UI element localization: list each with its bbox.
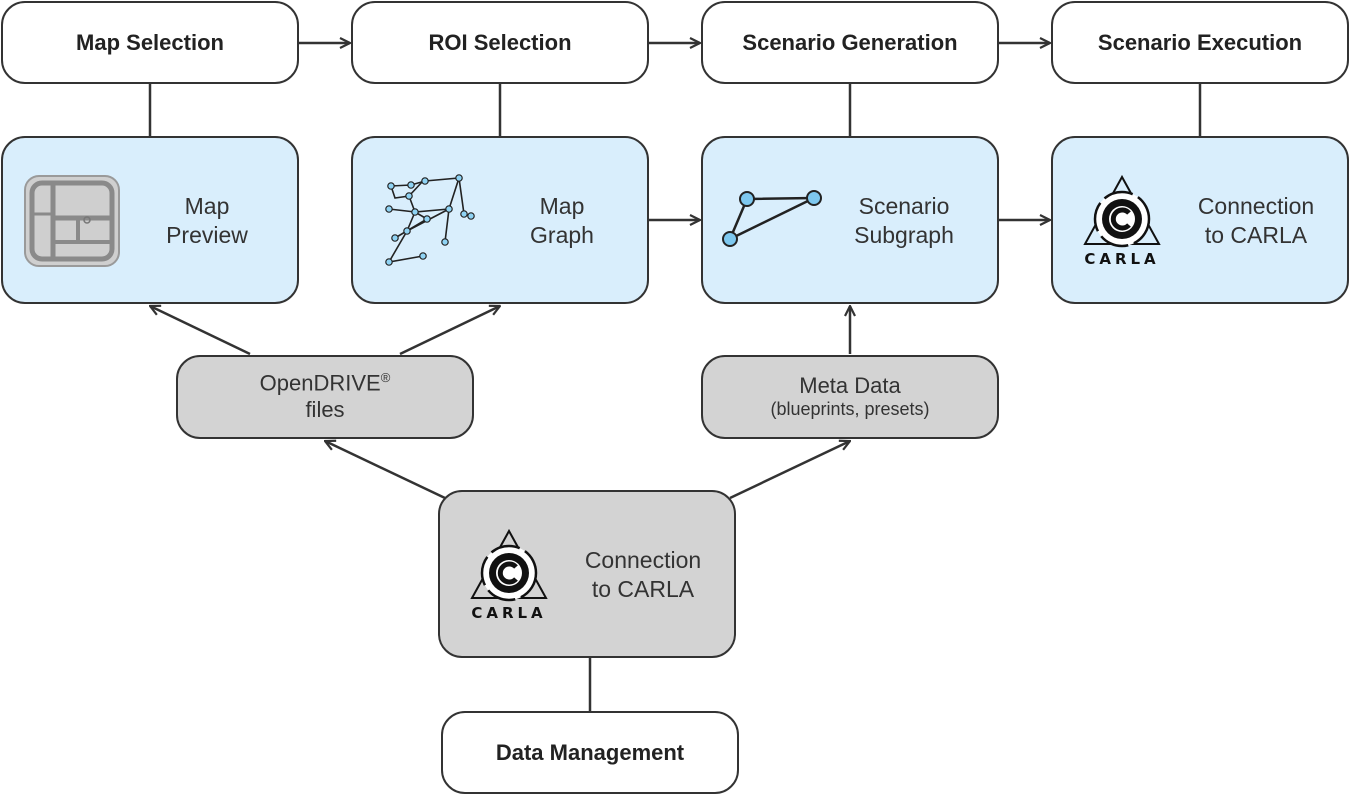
stage-label: ROI Selection [428, 29, 572, 55]
stage-label: Scenario Execution [1097, 29, 1303, 55]
stage-map-selection: Map Selection [1, 1, 299, 84]
stage-label: Map Selection [76, 29, 224, 55]
stage-label: Scenario Generation [742, 29, 958, 55]
module-label: Scenario Subgraph [854, 193, 954, 248]
subgraph-icon [722, 190, 822, 247]
arrow-opendrive-to-preview [150, 306, 251, 356]
source-opendrive-files: OpenDRIVE® files [176, 355, 474, 439]
stage-scenario-execution: Scenario Execution [1051, 1, 1349, 84]
module-map-preview: Map Preview [1, 136, 299, 304]
opendrive-title: OpenDRIVE® [259, 370, 391, 396]
opendrive-subtitle: files [305, 397, 345, 423]
arrow-connection-to-meta [729, 441, 850, 500]
carla-logo-text: CARLA [471, 604, 546, 622]
carla-logo-icon: CARLA [1083, 174, 1161, 268]
registered-mark: ® [380, 370, 391, 386]
module-scenario-subgraph: Scenario Subgraph [701, 136, 999, 304]
module-data-connection: CARLA Connection to CARLA [438, 490, 736, 658]
module-label: Connection to CARLA [1197, 193, 1315, 248]
stage-label: Data Management [495, 739, 685, 765]
stage-data-management: Data Management [441, 711, 739, 794]
meta-data-title: Meta Data [799, 373, 901, 398]
map-preview-icon [24, 175, 120, 267]
stage-scenario-generation: Scenario Generation [701, 1, 999, 84]
meta-data-subtitle: (blueprints, presets) [770, 399, 930, 420]
module-execution-connection: CARLA Connection to CARLA [1051, 136, 1349, 304]
module-map-graph: Map Graph [351, 136, 649, 304]
module-label: Connection to CARLA [584, 547, 702, 602]
source-meta-data: Meta Data (blueprints, presets) [701, 355, 999, 439]
arrow-opendrive-to-graph [399, 306, 500, 356]
carla-logo-icon: CARLA [470, 528, 548, 622]
graph-icon [385, 174, 475, 266]
stage-roi-selection: ROI Selection [351, 1, 649, 84]
arrow-connection-to-opendrive [325, 441, 446, 500]
module-label: Map Preview [166, 193, 248, 248]
carla-logo-text: CARLA [1084, 250, 1159, 268]
module-label: Map Graph [530, 193, 594, 248]
